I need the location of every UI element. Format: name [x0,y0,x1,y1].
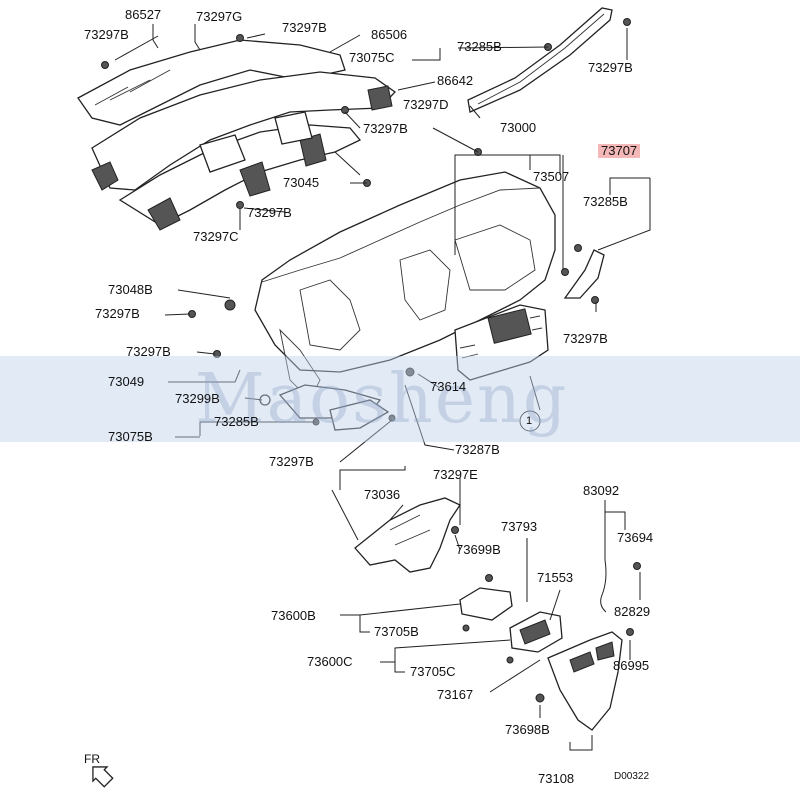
label-73036: 73036 [364,487,401,502]
drawing-code: D00322 [614,771,650,782]
label-73297c: 73297C [193,229,239,244]
label-73000: 73000 [500,120,537,135]
label-73297b-low: 73297B [269,454,314,469]
watermark-band [0,356,800,442]
leader-lines [114,24,651,751]
lower-left-bracket [278,384,390,431]
label-73699b: 73699B [456,542,501,557]
switch-panel-upper [459,587,513,621]
center-lower-stay [354,497,461,573]
instrument-panel [254,171,556,401]
switch-panel-lower [509,611,563,653]
label-86642: 86642 [437,73,474,88]
fasteners [101,18,641,703]
console-cover [547,631,623,731]
label-73049: 73049 [108,374,145,389]
front-direction-icon [92,766,114,788]
label-73707: 73707 [598,144,641,158]
right-end-panel [563,249,605,299]
label-73705b: 73705B [374,624,419,639]
label-73075b: 73075B [108,429,153,444]
label-73698b: 73698B [505,722,550,737]
label-73793: 73793 [501,519,538,534]
label-73167: 73167 [437,687,474,702]
label-73285b-right: 73285B [583,194,628,209]
label-73297b-top: 73297B [282,20,327,35]
label-73600c: 73600C [307,654,353,669]
label-73600b: 73600B [271,608,316,623]
right-vent-strip [467,7,613,113]
label-73297b-tl: 73297B [84,27,129,42]
label-73299b: 73299B [175,391,220,406]
label-73694: 73694 [617,530,654,545]
label-73297e: 73297E [433,467,478,482]
label-73705c: 73705C [410,664,456,679]
label-86995: 86995 [613,658,650,673]
label-71553: 71553 [537,570,574,585]
front-label: FR [84,752,100,766]
label-73297b-mid: 73297B [363,121,408,136]
label-73507: 73507 [533,169,570,184]
antenna-wire [600,559,607,613]
label-73287b: 73287B [455,442,500,457]
label-73297b-left-duct: 73297B [247,205,292,220]
label-73297b-r2: 73297B [563,331,608,346]
label-86527: 86527 [125,7,162,22]
label-73045: 73045 [283,175,320,190]
vent-duct-assembly [77,39,396,231]
label-73297g: 73297G [196,9,243,24]
label-73075c: 73075C [349,50,395,65]
label-73297b-l2: 73297B [126,344,171,359]
label-73297b-tr: 73297B [588,60,633,75]
label-83092: 83092 [583,483,620,498]
label-73614: 73614 [430,379,467,394]
watermark-text: Maosheng [195,360,569,439]
label-73297b-l1: 73297B [95,306,140,321]
label-73285b-low: 73285B [214,414,259,429]
label-73108: 73108 [538,771,575,786]
label-73297d: 73297D [403,97,449,112]
label-73048b: 73048B [108,282,153,297]
label-82829: 82829 [614,604,651,619]
label-73285b-top: 73285B [457,39,502,54]
callout-number: 1 [526,415,533,427]
label-86506: 86506 [371,27,408,42]
callout-circle [519,410,541,432]
